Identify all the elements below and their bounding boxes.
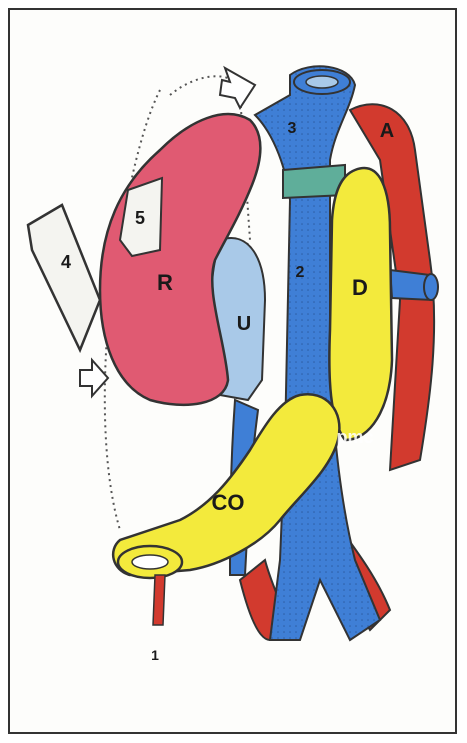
label-4: 4 — [61, 252, 71, 272]
label-aorta: A — [380, 120, 394, 142]
label-5: 5 — [135, 208, 145, 228]
label-kidney: R — [157, 270, 173, 295]
label-2: 2 — [296, 264, 305, 281]
label-duodenum: D — [352, 275, 368, 300]
watermark-pmc: pmc — [336, 427, 373, 447]
flap-4 — [28, 205, 100, 350]
vessel-1 — [153, 575, 165, 625]
label-ureter: U — [237, 313, 251, 335]
duodenum — [329, 168, 392, 440]
label-3: 3 — [288, 120, 297, 137]
label-colon: CO — [212, 490, 245, 515]
label-1: 1 — [151, 647, 159, 663]
arrow-top — [220, 68, 255, 108]
arrow-left — [80, 360, 108, 396]
